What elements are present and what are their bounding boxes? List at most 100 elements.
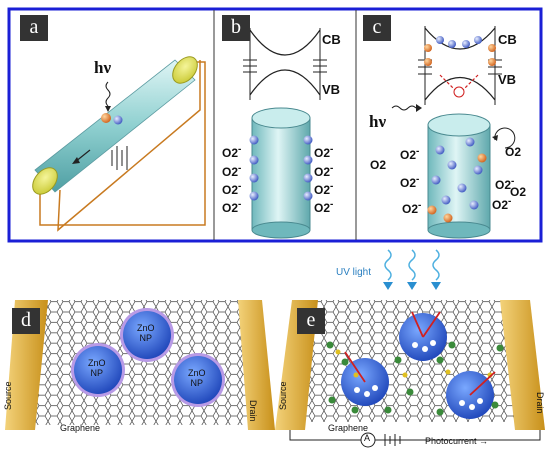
electron-dot (436, 408, 444, 416)
cb-label-b: CB (322, 32, 341, 47)
cb-label-c: CB (498, 32, 517, 47)
hole-dot (422, 346, 428, 352)
hole-dot (353, 372, 359, 378)
o2-adsorbed-label: O2- (400, 146, 419, 162)
hole-dot (488, 44, 496, 52)
o2-text: O2 (492, 198, 509, 212)
o2-adsorbed-label: O2- (402, 200, 421, 216)
o2-adsorbed-label: O2- (314, 181, 333, 197)
zno-nanoparticle (174, 356, 222, 404)
o2-text: O2 (222, 165, 239, 179)
minus-sign: - (330, 144, 334, 155)
o2-text: O2 (505, 145, 522, 159)
hole-dot (430, 340, 436, 346)
electron-dot (436, 356, 444, 364)
panel-label-b: b (222, 15, 250, 41)
np-label-line2: NP (139, 333, 153, 343)
electron-dot (474, 36, 482, 44)
np-label-line2: NP (190, 378, 204, 388)
panel-e-electrons (326, 311, 504, 416)
electron-dot (448, 341, 456, 349)
hole-dot (354, 387, 360, 393)
o2-text: O2 (222, 201, 239, 215)
panel-label-d: d (12, 308, 40, 334)
minus-sign: - (416, 146, 420, 157)
electron-dot (113, 115, 123, 125)
electron-dot (436, 36, 444, 44)
zno-nanoparticle (123, 311, 171, 359)
o2-text: O2 (402, 202, 419, 216)
drain-electrode-d (238, 300, 275, 430)
electron-dot (447, 160, 457, 170)
hole-dot (443, 213, 453, 223)
minus-sign: - (238, 199, 242, 210)
panel-c-bands (418, 26, 502, 105)
top-frame (7, 7, 543, 243)
drain-label-d: Drain (248, 400, 258, 422)
o2-adsorbed-label: O2- (222, 181, 241, 197)
o2-text: O2 (400, 176, 417, 190)
ammeter-label: A (364, 433, 371, 443)
minus-sign: - (418, 200, 422, 211)
o2-text: O2 (314, 201, 331, 215)
minus-sign: - (238, 144, 242, 155)
graphene-label-e: Graphene (328, 423, 369, 433)
o2-adsorbed-label: O2- (495, 176, 514, 192)
electron-dot (435, 145, 445, 155)
electron-dot (303, 173, 313, 183)
panel-d-nanoparticles (71, 308, 225, 407)
np-label-line1: ZnO (188, 368, 206, 378)
hole-dot (477, 398, 483, 404)
electron-dot (406, 388, 414, 396)
electron-dot (469, 200, 479, 210)
electron-dot (351, 406, 359, 414)
electron-dot (473, 165, 483, 175)
hole-dot (424, 44, 432, 52)
hole-dot (424, 58, 432, 66)
drain-label-e: Drain (535, 392, 545, 414)
o2-text: O2 (495, 178, 512, 192)
hole-dot (335, 349, 341, 355)
hole-dot (459, 400, 465, 406)
electron-dot (448, 40, 456, 48)
o2-free-label: O2 (370, 158, 386, 172)
electron-dot (249, 155, 259, 165)
hole-dot (372, 385, 378, 391)
electron-dot (328, 396, 336, 404)
electron-dot (249, 173, 259, 183)
electron-dot (303, 135, 313, 145)
hole-dot (488, 58, 496, 66)
electron-dot (431, 175, 441, 185)
o2-adsorbed-label: O2- (314, 199, 333, 215)
o2-adsorbed-label: O2- (314, 144, 333, 160)
panel-c-dots (424, 36, 496, 223)
panel-label-e: e (297, 308, 325, 334)
o2-adsorbed-label: O2- (492, 196, 511, 212)
hole-dot (445, 369, 451, 375)
ammeter-symbol (360, 432, 376, 448)
electron-dot (491, 401, 499, 409)
minus-sign: - (238, 181, 242, 192)
photocurrent-label: Photocurrent → (425, 436, 489, 446)
minus-sign: - (330, 163, 334, 174)
hole-dot (101, 113, 111, 123)
np-label-line1: ZnO (137, 323, 155, 333)
o2-text: O2 (314, 183, 331, 197)
o2-free-label: O2 (505, 145, 521, 159)
electron-dot (303, 155, 313, 165)
o2-text: O2 (510, 185, 527, 199)
drain-electrode-e (500, 300, 545, 430)
minus-sign: - (330, 181, 334, 192)
charge-arrow (411, 311, 424, 338)
minus-sign: - (416, 174, 420, 185)
electron-dot (249, 191, 259, 201)
minus-sign: - (511, 176, 515, 187)
np-label-line2: NP (90, 368, 104, 378)
panel-b-cylinder (251, 107, 311, 239)
electron-dot (326, 341, 334, 349)
photon-label-c: hν (369, 112, 387, 131)
o2-free-label: O2 (510, 185, 526, 199)
graphene-label-d: Graphene (60, 423, 101, 433)
